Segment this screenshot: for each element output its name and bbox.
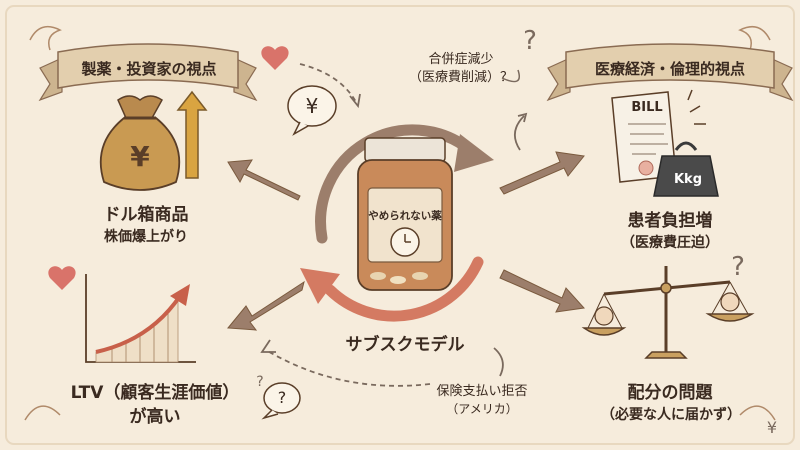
dashed-arrow-top <box>299 63 357 103</box>
right-top-title: 患者負担増 <box>627 211 713 231</box>
heart-icon-left <box>48 266 76 290</box>
bottom-note-line1: 保険支払い拒否 <box>436 384 528 399</box>
corner-flourish-icon <box>24 25 776 421</box>
left-top-title: ドル箱商品 <box>103 205 189 225</box>
corner-yen-symbol: ¥ <box>766 418 778 437</box>
question-mark-bottom: ? <box>256 374 264 390</box>
ribbon-right-label: 医療経済・倫理的視点 <box>594 60 745 78</box>
ribbon-left-label: 製薬・投資家の視点 <box>81 60 217 78</box>
left-bottom-title: LTV（顧客生涯価値） <box>70 383 240 403</box>
curved-arrow-bottom <box>493 347 504 377</box>
flow-arrows <box>227 151 585 331</box>
question-mark-top: ? <box>523 26 537 56</box>
right-bottom-title: 配分の問題 <box>627 383 713 403</box>
right-top-subtitle: （医療費圧迫） <box>621 235 719 251</box>
question-icon <box>501 69 520 83</box>
dashed-arrow-bottom <box>265 349 431 387</box>
heart-icon <box>261 46 289 70</box>
top-note-line2: （医療費削減）？ <box>408 70 513 85</box>
ribbon-left <box>38 43 258 102</box>
left-bottom-subtitle: が高い <box>129 407 181 427</box>
clock-icon <box>390 227 420 257</box>
ribbon-right <box>546 43 794 102</box>
curved-arrow-up <box>514 115 525 151</box>
bill-label: BILL <box>631 100 663 115</box>
bubble-yen-symbol: ¥ <box>305 94 319 118</box>
question-mark-right: ? <box>731 252 745 282</box>
jar-label: やめられない薬 <box>368 210 442 222</box>
weight-label: Kkg <box>673 172 703 187</box>
top-note-line1: 合併症減少 <box>428 52 494 67</box>
money-bag-icon <box>99 95 181 191</box>
up-arrow-icon <box>176 90 208 179</box>
subscription-model-label: サブスクモデル <box>345 335 465 355</box>
growth-chart-icon <box>85 274 196 363</box>
yen-bubble-icon <box>287 85 337 136</box>
bubble-question-symbol: ? <box>277 388 287 407</box>
bag-yen-symbol: ¥ <box>130 140 150 173</box>
bottom-note-line2: （アメリカ） <box>446 402 518 416</box>
left-top-subtitle: 株価爆上がり <box>104 229 188 245</box>
question-bubble-icon <box>261 382 301 420</box>
pill-jar-icon <box>357 137 453 291</box>
right-bottom-subtitle: （必要な人に届かず） <box>601 407 741 423</box>
scale-icon <box>581 266 755 359</box>
weight-icon <box>653 141 719 197</box>
